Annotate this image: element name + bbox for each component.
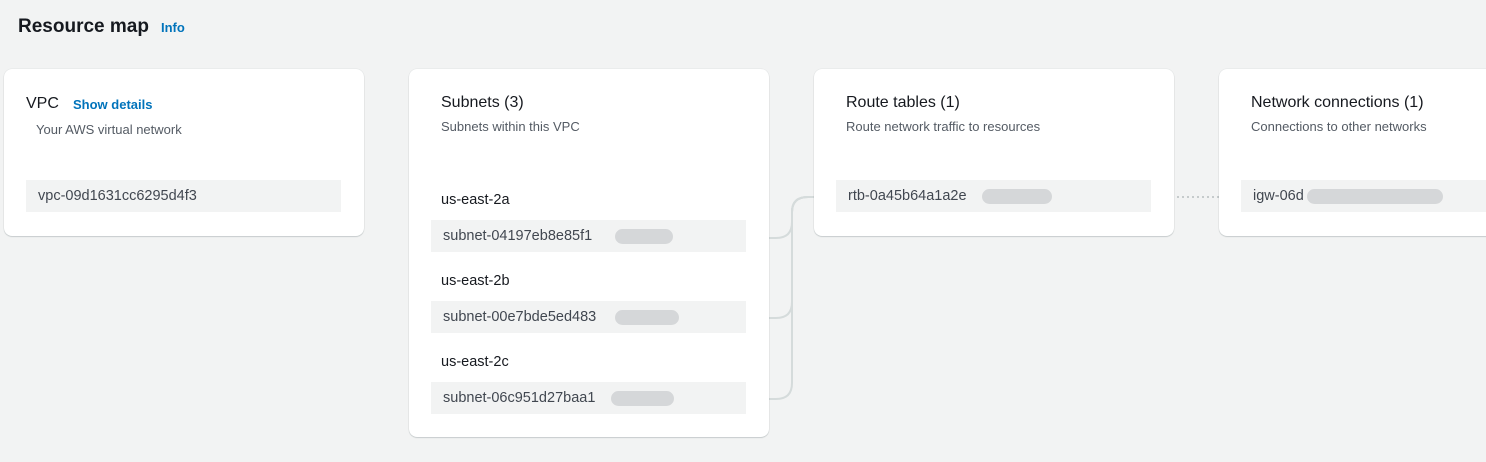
vpc-card-title: VPC xyxy=(26,95,59,112)
route-tables-card-title: Route tables (1) xyxy=(846,94,960,111)
subnet-id: subnet-04197eb8e85f1 xyxy=(443,228,593,244)
vpc-card: VPC Show details Your AWS virtual networ… xyxy=(4,69,364,236)
internet-gateway-box[interactable]: igw-06d xyxy=(1241,180,1486,212)
redacted-text xyxy=(615,229,673,244)
subnets-card-title: Subnets (3) xyxy=(441,94,524,111)
redacted-text xyxy=(611,391,674,406)
subnets-card: Subnets (3) Subnets within this VPC us-e… xyxy=(409,69,769,437)
route-tables-card-description: Route network traffic to resources xyxy=(846,119,1041,134)
network-connections-card-description: Connections to other networks xyxy=(1251,119,1427,134)
network-connections-card: Network connections (1) Connections to o… xyxy=(1219,69,1486,236)
subnet-box[interactable]: subnet-04197eb8e85f1 xyxy=(431,220,746,252)
vpc-id-box[interactable]: vpc-09d1631cc6295d4f3 xyxy=(26,180,341,212)
subnet-id: subnet-06c951d27baa1 xyxy=(443,390,596,406)
info-link[interactable]: Info xyxy=(160,20,185,35)
subnet-box[interactable]: subnet-06c951d27baa1 xyxy=(431,382,746,414)
az-label-us-east-2b: us-east-2b xyxy=(441,273,510,289)
vpc-id: vpc-09d1631cc6295d4f3 xyxy=(38,188,197,204)
route-table-id: rtb-0a45b64a1a2e xyxy=(848,188,967,204)
az-label-us-east-2c: us-east-2c xyxy=(441,354,509,370)
internet-gateway-id: igw-06d xyxy=(1253,188,1304,204)
vpc-card-description: Your AWS virtual network xyxy=(36,122,182,137)
redacted-text xyxy=(982,189,1052,204)
redacted-text xyxy=(615,310,679,325)
redacted-text xyxy=(1307,189,1443,204)
page-title: Resource map xyxy=(18,16,149,37)
network-connections-card-title: Network connections (1) xyxy=(1251,94,1424,111)
resource-map-header: Resource map Info xyxy=(18,16,185,38)
subnets-card-description: Subnets within this VPC xyxy=(441,119,580,134)
az-label-us-east-2a: us-east-2a xyxy=(441,192,510,208)
show-details-link[interactable]: Show details xyxy=(73,97,153,112)
subnet-box[interactable]: subnet-00e7bde5ed483 xyxy=(431,301,746,333)
subnet-id: subnet-00e7bde5ed483 xyxy=(443,309,597,325)
route-tables-card: Route tables (1) Route network traffic t… xyxy=(814,69,1174,236)
route-table-box[interactable]: rtb-0a45b64a1a2e xyxy=(836,180,1151,212)
